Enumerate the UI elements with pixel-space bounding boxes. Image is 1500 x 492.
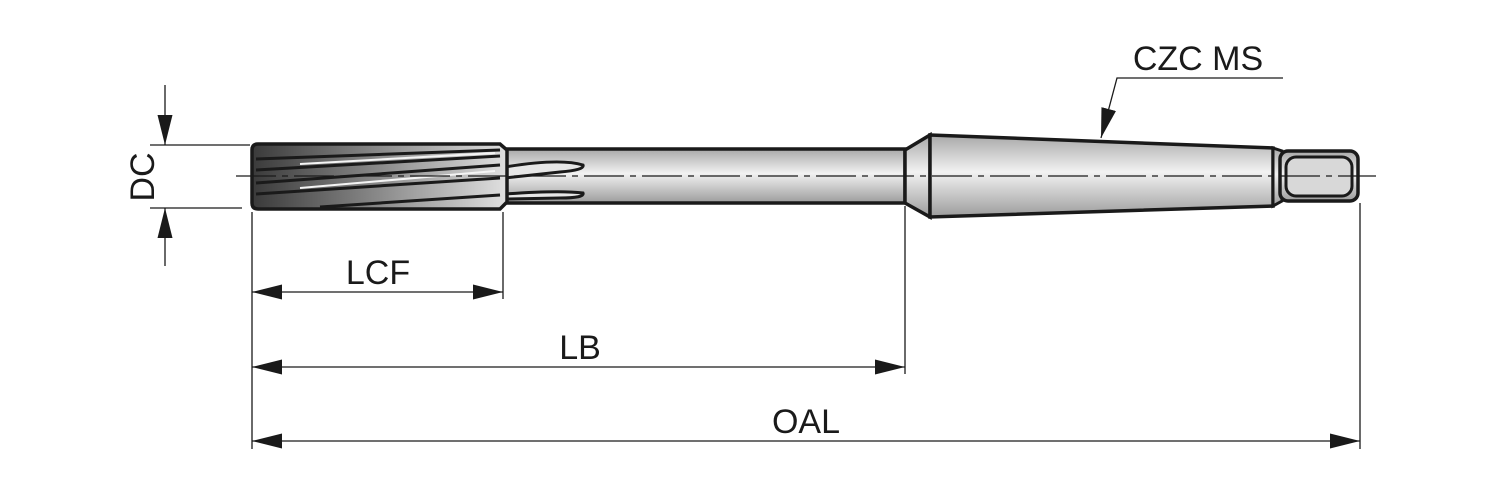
oal-label: OAL xyxy=(772,403,840,441)
flutes xyxy=(255,148,501,209)
lcf-label: LCF xyxy=(346,254,410,292)
dc-label: DC xyxy=(124,152,162,201)
flute-highlights xyxy=(299,152,496,189)
flute-tail-lower xyxy=(504,190,585,201)
shank-type-label: CZC MS xyxy=(1133,40,1263,78)
flute-tail-upper xyxy=(504,160,585,180)
shank-leader xyxy=(1100,77,1283,139)
lb-label: LB xyxy=(559,329,601,367)
